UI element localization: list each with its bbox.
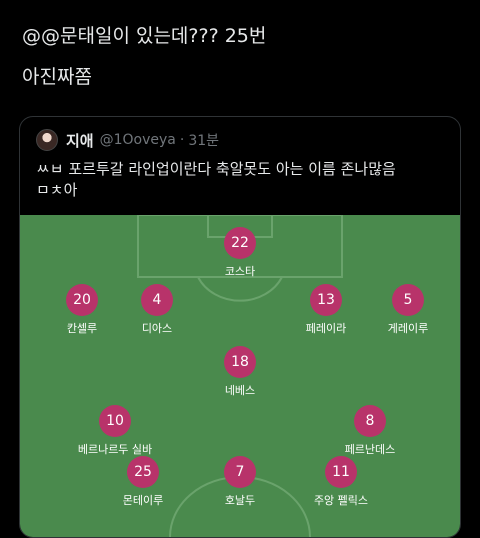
player-name: 게레이루	[387, 322, 429, 335]
player-name: 코스타	[224, 265, 256, 278]
player-number: 4	[141, 284, 173, 316]
quoted-tweet-text: ㅆㅂ 포르투갈 라인업이란다 축알못도 아는 이름 존나많음 ㅁㅊ아	[36, 160, 396, 199]
player-number: 20	[66, 284, 98, 316]
player-marker: 7 호날두	[180, 456, 300, 508]
player-marker: 8 페르난데스	[310, 405, 430, 457]
player-number: 11	[325, 456, 357, 488]
quoted-author-handle[interactable]: @1Ooveya	[99, 132, 176, 148]
player-name: 호날두	[224, 494, 256, 507]
player-number: 22	[224, 227, 256, 259]
quoted-timestamp[interactable]: 31분	[188, 133, 220, 149]
player-number: 8	[354, 405, 386, 437]
avatar[interactable]	[36, 129, 58, 151]
player-marker: 22 코스타	[180, 227, 300, 279]
player-marker: 4 디아스	[97, 284, 217, 336]
quoted-tweet-header: 지애 @1Ooveya · 31분	[36, 127, 219, 153]
player-marker: 20 칸셀루	[22, 284, 142, 336]
lineup-image[interactable]: 22 코스타 20 칸셀루 4 디아스 13 페레이라 5 게레이루 18 네베스 10 베르나르두 실바…	[20, 215, 460, 537]
player-name: 몬테이루	[122, 494, 164, 507]
player-name: 페르난데스	[344, 443, 396, 456]
quoted-author-name[interactable]: 지애	[66, 131, 94, 150]
player-number: 18	[224, 346, 256, 378]
player-name: 칸셀루	[66, 322, 98, 335]
player-name: 네베스	[224, 384, 256, 397]
player-name: 주앙 펠릭스	[313, 494, 369, 507]
tweet-text: @@문태일이 있는데??? 25번 아진짜쫌	[22, 25, 267, 88]
player-number: 10	[99, 405, 131, 437]
player-marker: 18 네베스	[180, 346, 300, 398]
player-name: 디아스	[141, 322, 173, 335]
quoted-tweet-card[interactable]: 지애 @1Ooveya · 31분 ㅆㅂ 포르투갈 라인업이란다 축알못도 아는…	[19, 116, 461, 538]
player-number: 7	[224, 456, 256, 488]
player-name: 페레이라	[305, 322, 347, 335]
player-marker: 25 몬테이루	[83, 456, 203, 508]
player-marker: 13 페레이라	[266, 284, 386, 336]
player-number: 5	[392, 284, 424, 316]
player-marker: 11 주앙 펠릭스	[281, 456, 401, 508]
player-marker: 5 게레이루	[348, 284, 460, 336]
player-marker: 10 베르나르두 실바	[55, 405, 175, 457]
player-name: 베르나르두 실바	[77, 443, 153, 456]
player-number: 25	[127, 456, 159, 488]
separator-dot: ·	[179, 132, 185, 148]
player-number: 13	[310, 284, 342, 316]
